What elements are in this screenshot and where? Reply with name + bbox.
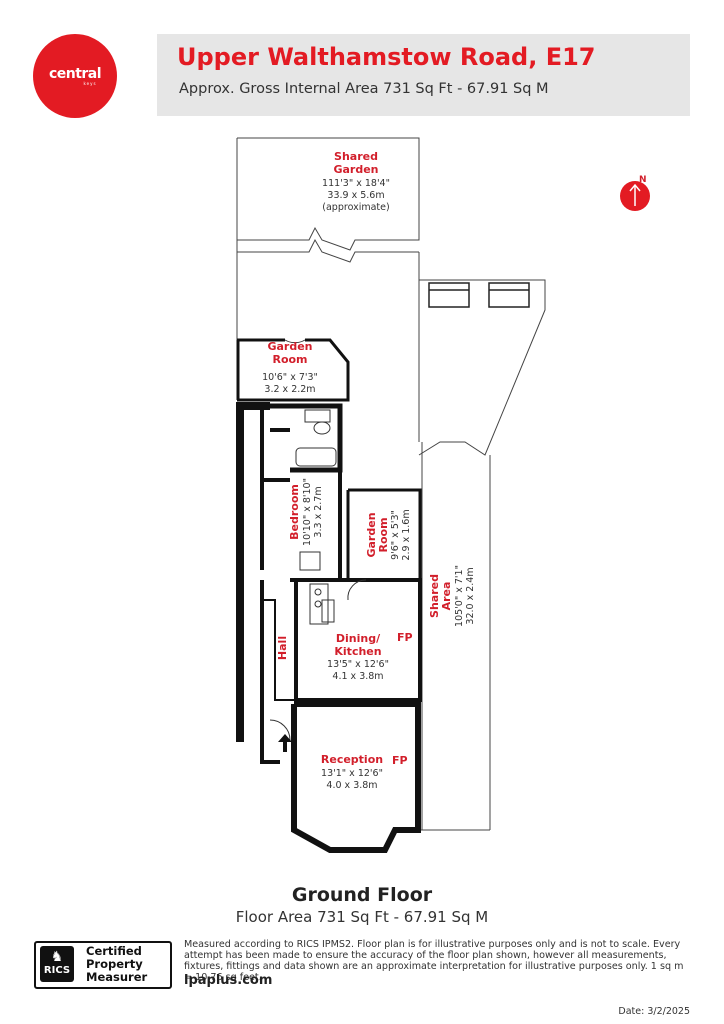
svg-text:Garden: Garden — [333, 163, 378, 176]
logo-wordmark: central — [48, 65, 102, 82]
garden-room-2-label: Garden Room 9'6" x 5'3" 2.9 x 1.6m — [365, 509, 412, 560]
svg-text:10'10" x 8'10": 10'10" x 8'10" — [302, 478, 313, 546]
svg-text:4.0 x 3.8m: 4.0 x 3.8m — [326, 780, 377, 791]
garden-room-label: Garden Room 10'6" x 7'3" 3.2 x 2.2m — [262, 340, 318, 395]
svg-text:9'6" x 5'3": 9'6" x 5'3" — [390, 510, 401, 560]
svg-text:(approximate): (approximate) — [322, 202, 389, 213]
header-banner: Upper Walthamstow Road, E17 Approx. Gros… — [157, 34, 690, 116]
svg-text:Dining/: Dining/ — [336, 632, 381, 645]
gross-area-subtitle: Approx. Gross Internal Area 731 Sq Ft - … — [179, 81, 549, 97]
north-compass-icon: N — [620, 175, 650, 211]
hall-label: Hall — [276, 636, 289, 660]
svg-text:Room: Room — [272, 353, 307, 366]
svg-text:111'3" x 18'4": 111'3" x 18'4" — [322, 178, 390, 189]
svg-text:Shared: Shared — [334, 150, 378, 163]
svg-text:2.9 x 1.6m: 2.9 x 1.6m — [401, 509, 412, 560]
svg-text:32.0 x 2.4m: 32.0 x 2.4m — [465, 567, 476, 624]
fireplace-marker: FP — [392, 754, 408, 767]
logo-subtext: keys — [83, 80, 97, 86]
shared-garden-label: Shared Garden 111'3" x 18'4" 33.9 x 5.6m… — [322, 150, 390, 213]
fixtures — [269, 339, 367, 741]
reception-label: Reception 13'1" x 12'6" 4.0 x 3.8m FP — [321, 753, 408, 791]
disclaimer-text: Measured according to RICS IPMS2. Floor … — [184, 939, 684, 983]
svg-text:13'1" x 12'6": 13'1" x 12'6" — [321, 768, 383, 779]
svg-text:13'5" x 12'6": 13'5" x 12'6" — [327, 659, 389, 670]
bedroom-label: Bedroom 10'10" x 8'10" 3.3 x 2.7m — [288, 478, 324, 546]
rics-badge-text: RICS — [43, 965, 71, 976]
svg-text:Room: Room — [377, 517, 390, 552]
bin-store-icon — [428, 282, 530, 308]
svg-text:4.1 x 3.8m: 4.1 x 3.8m — [332, 671, 383, 682]
building-walls — [236, 338, 422, 853]
svg-text:Hall: Hall — [276, 636, 289, 660]
website-link[interactable]: lpaplus.com — [184, 973, 273, 988]
svg-text:Kitchen: Kitchen — [334, 645, 381, 658]
rics-text: Certified Property Measurer — [86, 944, 148, 984]
floor-area: Floor Area 731 Sq Ft - 67.91 Sq M — [235, 908, 489, 926]
svg-text:Reception: Reception — [321, 753, 383, 766]
plan-date: Date: 3/2/2025 — [618, 1006, 690, 1017]
central-logo: central keys — [33, 34, 117, 118]
svg-text:Bedroom: Bedroom — [288, 484, 301, 540]
svg-text:Garden: Garden — [365, 512, 378, 557]
property-title: Upper Walthamstow Road, E17 — [177, 43, 596, 71]
rics-lion-icon: ♞ RICS — [40, 946, 74, 982]
svg-text:105'0" x 7'1": 105'0" x 7'1" — [454, 565, 465, 627]
svg-text:Shared: Shared — [428, 574, 441, 618]
svg-text:3.2 x 2.2m: 3.2 x 2.2m — [264, 384, 315, 395]
shared-garden-outline — [236, 137, 546, 831]
entrance-arrow-icon — [278, 734, 292, 752]
svg-text:33.9 x 5.6m: 33.9 x 5.6m — [327, 190, 384, 201]
dining-kitchen-label: Dining/ Kitchen 13'5" x 12'6" 4.1 x 3.8m… — [327, 631, 413, 682]
svg-text:10'6" x 7'3": 10'6" x 7'3" — [262, 372, 318, 383]
svg-text:Garden: Garden — [267, 340, 312, 353]
fireplace-marker: FP — [397, 631, 413, 644]
shared-area-label: Shared Area 105'0" x 7'1" 32.0 x 2.4m — [428, 565, 476, 627]
floor-title: Ground Floor — [291, 884, 433, 906]
svg-text:3.3 x 2.7m: 3.3 x 2.7m — [313, 486, 324, 537]
compass-label: N — [639, 175, 647, 185]
svg-text:Area: Area — [440, 582, 453, 611]
rics-badge: ♞ RICS Certified Property Measurer — [34, 941, 172, 989]
